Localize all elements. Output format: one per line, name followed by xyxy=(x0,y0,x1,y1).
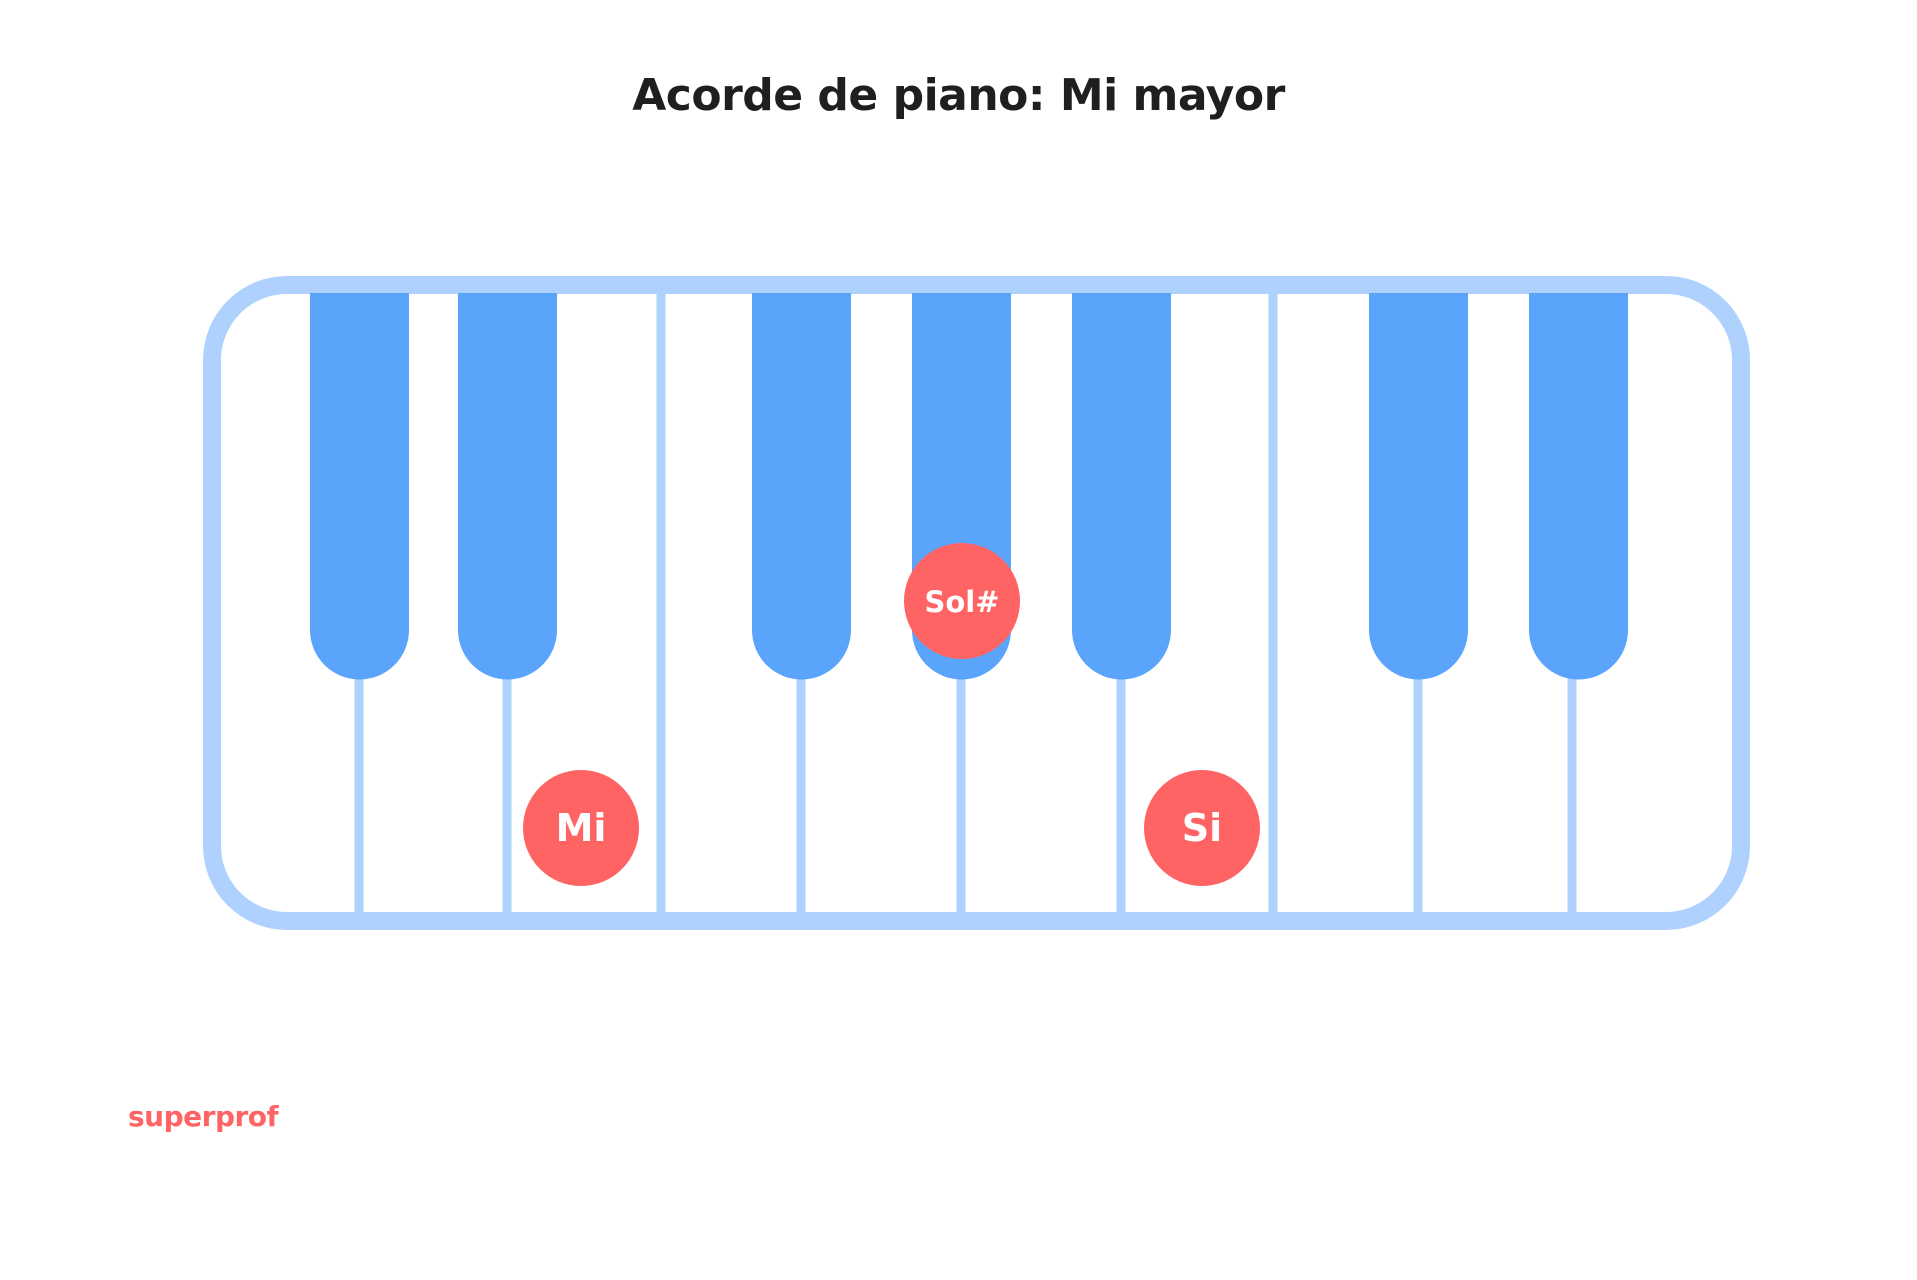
black-key xyxy=(1529,293,1628,680)
black-key xyxy=(752,293,851,680)
black-key xyxy=(310,293,409,680)
note-label-sol-sharp: Sol# xyxy=(924,585,999,619)
black-keys xyxy=(310,293,1628,680)
note-label-si: Si xyxy=(1182,806,1222,850)
black-key xyxy=(458,293,557,680)
note-marker-mi: Mi xyxy=(523,770,639,886)
black-key xyxy=(1072,293,1171,680)
note-marker-sol-sharp: Sol# xyxy=(904,543,1020,659)
black-key xyxy=(1369,293,1468,680)
brand-logo: superprof xyxy=(128,1100,279,1133)
white-key-dividers xyxy=(354,290,1577,918)
note-label-mi: Mi xyxy=(556,806,607,850)
page-title: Acorde de piano: Mi mayor xyxy=(632,70,1285,121)
note-marker-si: Si xyxy=(1144,770,1260,886)
